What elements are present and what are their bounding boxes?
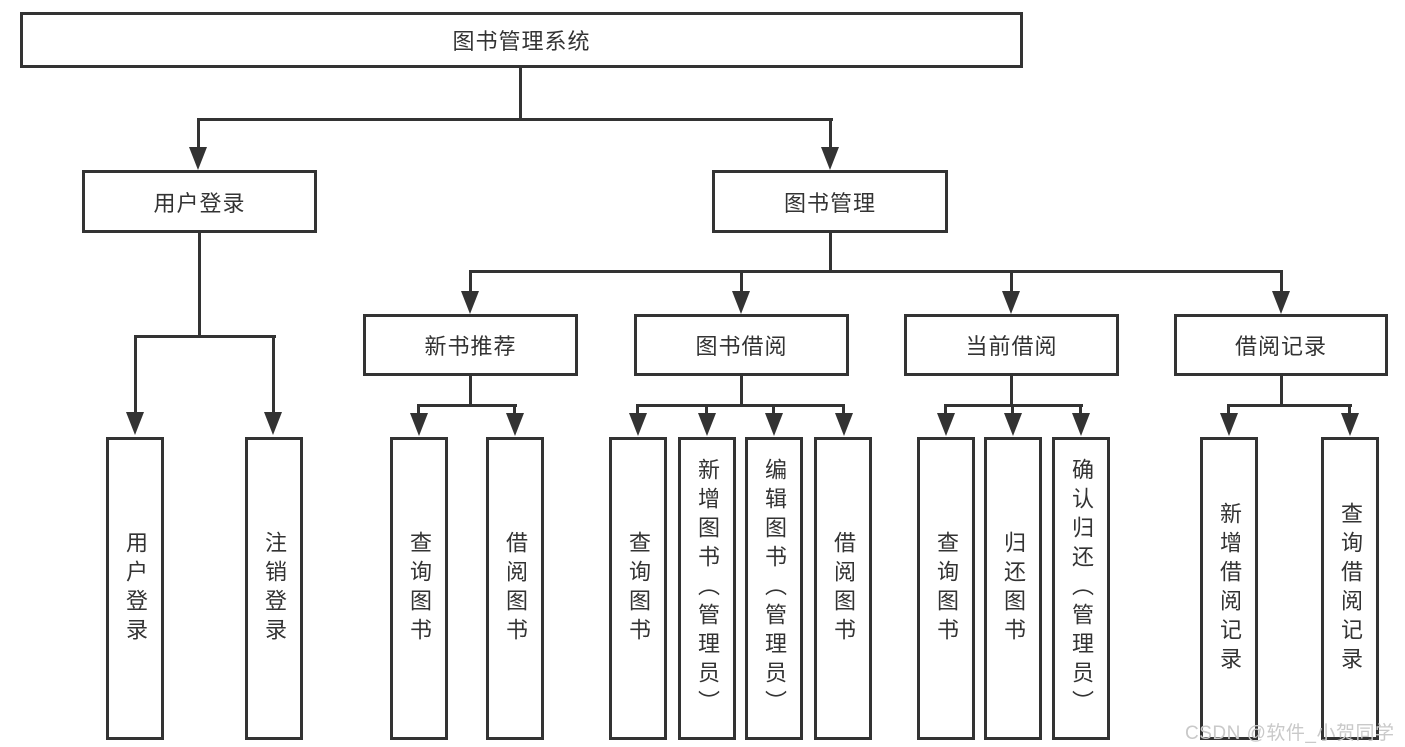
node-borrow-records-label: 借阅记录 — [1234, 334, 1327, 359]
node-book-mgmt: 图书管理 — [712, 170, 948, 233]
connector-currentborrow-leaf1-stem — [944, 407, 947, 415]
connector-bookborrow-leaf3-stem — [772, 407, 775, 415]
node-book-borrow: 图书借阅 — [634, 314, 849, 376]
arrow-to-logout-leaf — [264, 412, 282, 435]
leaf-currentborrow-return: 归还图书 — [984, 437, 1042, 740]
arrow-bookborrow-leaf1 — [629, 413, 647, 436]
leaf-newbooks-query-label: 查询图书 — [407, 530, 432, 647]
node-user-login: 用户登录 — [82, 170, 317, 233]
connector-newbooks-leaf1-stem — [417, 407, 420, 415]
node-new-books: 新书推荐 — [363, 314, 578, 376]
arrow-bookborrow-leaf3 — [765, 413, 783, 436]
arrow-to-userlogin — [189, 147, 207, 170]
arrow-newbooks-leaf2 — [506, 413, 524, 436]
leaf-bookborrow-add-label: 新增图书（管理员） — [695, 458, 720, 719]
connector-bookmgmt-down — [829, 233, 832, 273]
node-user-login-label: 用户登录 — [153, 190, 246, 216]
arrow-to-currentborrow — [1002, 291, 1020, 314]
connector-level1-horizontal — [197, 118, 833, 121]
connector-newbooks-down — [469, 376, 472, 407]
leaf-currentborrow-return-label: 归还图书 — [1001, 530, 1026, 647]
leaf-bookborrow-borrow-label: 借阅图书 — [831, 530, 856, 647]
connector-module4-stem — [1280, 273, 1283, 292]
connector-bookmgmt-stem — [829, 121, 832, 150]
connector-userlogin-leaf1-stem — [134, 338, 137, 413]
arrow-to-bookborrow — [732, 291, 750, 314]
arrow-to-newbooks — [461, 291, 479, 314]
connector-module3-stem — [1010, 273, 1013, 292]
leaf-user-login-label: 用户登录 — [123, 530, 148, 647]
leaf-records-add: 新增借阅记录 — [1200, 437, 1258, 740]
leaf-newbooks-borrow: 借阅图书 — [486, 437, 544, 740]
node-current-borrow: 当前借阅 — [904, 314, 1119, 376]
connector-currentborrow-leaf3-stem — [1079, 407, 1082, 415]
leaf-currentborrow-query-label: 查询图书 — [934, 530, 959, 647]
arrow-currentborrow-leaf2 — [1004, 413, 1022, 436]
node-root-label: 图书管理系统 — [452, 29, 591, 54]
leaf-logout-label: 注销登录 — [262, 530, 287, 647]
connector-userlogin-leaf2-stem — [272, 338, 275, 413]
connector-currentborrow-down — [1010, 376, 1013, 407]
node-book-borrow-label: 图书借阅 — [695, 334, 788, 359]
connector-currentborrow-horizontal — [944, 404, 1083, 407]
connector-root-stem — [519, 68, 522, 120]
arrow-currentborrow-leaf3 — [1072, 413, 1090, 436]
leaf-bookborrow-borrow: 借阅图书 — [814, 437, 872, 740]
connector-module1-stem — [469, 273, 472, 292]
arrow-borrowrecords-leaf2 — [1341, 413, 1359, 436]
arrow-currentborrow-leaf1 — [937, 413, 955, 436]
leaf-logout: 注销登录 — [245, 437, 303, 740]
connector-borrowrecords-down — [1280, 376, 1283, 407]
leaf-currentborrow-confirm: 确认归还（管理员） — [1052, 437, 1110, 740]
leaf-bookborrow-query-label: 查询图书 — [626, 530, 651, 647]
leaf-records-add-label: 新增借阅记录 — [1217, 501, 1242, 676]
connector-bookborrow-horizontal — [636, 404, 845, 407]
leaf-bookborrow-edit: 编辑图书（管理员） — [745, 437, 803, 740]
connector-userlogin-stem — [197, 121, 200, 150]
connector-bookborrow-leaf2-stem — [705, 407, 708, 415]
node-new-books-label: 新书推荐 — [424, 334, 517, 359]
connector-currentborrow-leaf2-stem — [1011, 407, 1014, 415]
connector-borrowrecords-leaf1-stem — [1227, 407, 1230, 415]
leaf-bookborrow-edit-label: 编辑图书（管理员） — [762, 458, 787, 719]
leaf-user-login: 用户登录 — [106, 437, 164, 740]
node-book-mgmt-label: 图书管理 — [783, 190, 876, 216]
leaf-bookborrow-query: 查询图书 — [609, 437, 667, 740]
connector-bookborrow-down — [740, 376, 743, 407]
arrow-to-login-leaf — [126, 412, 144, 435]
leaf-records-query-label: 查询借阅记录 — [1338, 501, 1363, 676]
arrow-bookborrow-leaf2 — [698, 413, 716, 436]
arrow-newbooks-leaf1 — [410, 413, 428, 436]
connector-module2-stem — [740, 273, 743, 292]
connector-newbooks-horizontal — [417, 404, 517, 407]
leaf-currentborrow-query: 查询图书 — [917, 437, 975, 740]
node-current-borrow-label: 当前借阅 — [965, 334, 1058, 359]
node-borrow-records: 借阅记录 — [1174, 314, 1388, 376]
leaf-currentborrow-confirm-label: 确认归还（管理员） — [1069, 458, 1094, 719]
leaf-records-query: 查询借阅记录 — [1321, 437, 1379, 740]
connector-modules-horizontal — [469, 270, 1283, 273]
leaf-newbooks-borrow-label: 借阅图书 — [503, 530, 528, 647]
connector-borrowrecords-leaf2-stem — [1348, 407, 1351, 415]
connector-bookborrow-leaf4-stem — [842, 407, 845, 415]
arrow-to-bookmgmt — [821, 147, 839, 170]
csdn-watermark: CSDN @软件_小贺同学 — [1185, 723, 1395, 744]
connector-userlogin-down — [198, 233, 201, 338]
leaf-newbooks-query: 查询图书 — [390, 437, 448, 740]
connector-bookborrow-leaf1-stem — [636, 407, 639, 415]
node-root: 图书管理系统 — [20, 12, 1023, 68]
arrow-to-borrowrecords — [1272, 291, 1290, 314]
arrow-borrowrecords-leaf1 — [1220, 413, 1238, 436]
connector-newbooks-leaf2-stem — [513, 407, 516, 415]
leaf-bookborrow-add: 新增图书（管理员） — [678, 437, 736, 740]
connector-userlogin-horizontal — [134, 335, 276, 338]
arrow-bookborrow-leaf4 — [835, 413, 853, 436]
connector-borrowrecords-horizontal — [1227, 404, 1352, 407]
